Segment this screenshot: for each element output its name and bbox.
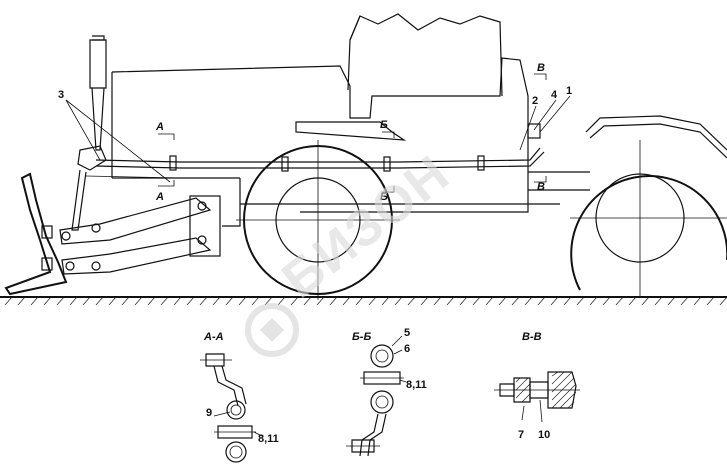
callout-7: 7 (518, 429, 524, 441)
section-mark-a-bottom: А (155, 191, 164, 203)
section-view-vv (494, 371, 580, 423)
section-mark-b-top: Б (380, 119, 388, 131)
watermark-logo (245, 303, 299, 357)
callout-4: 4 (551, 89, 558, 101)
callout-10: 10 (538, 429, 550, 441)
lift-cylinder (71, 35, 107, 231)
callout-9: 9 (206, 407, 212, 419)
callout-8-11-b: 8,11 (406, 379, 427, 391)
section-view-aa (200, 353, 263, 463)
section-title-vv: В-В (522, 331, 542, 343)
section-title-bb: Б-Б (352, 331, 371, 343)
section-mark-b-bottom: Б (380, 191, 388, 203)
section-mark-v-top: В (537, 62, 545, 74)
callout-5: 5 (404, 327, 410, 339)
section-title-aa: А-А (203, 331, 224, 343)
section-mark-a-top: А (155, 121, 164, 133)
watermark-text: БИЗОН (272, 144, 461, 310)
leader-lines (65, 95, 571, 183)
front-wheel (236, 140, 400, 300)
dozer-blade (4, 172, 68, 296)
section-markers (158, 73, 547, 193)
rear-wheel (570, 115, 727, 296)
callout-3: 3 (58, 89, 64, 101)
callout-6: 6 (404, 343, 410, 355)
ground (0, 296, 727, 306)
section-view-bb (346, 335, 407, 457)
callout-2: 2 (532, 95, 538, 107)
callout-8-11-a: 8,11 (258, 433, 279, 445)
push-frame (59, 195, 221, 275)
callout-1: 1 (566, 85, 572, 97)
section-mark-v-bottom: В (537, 181, 545, 193)
